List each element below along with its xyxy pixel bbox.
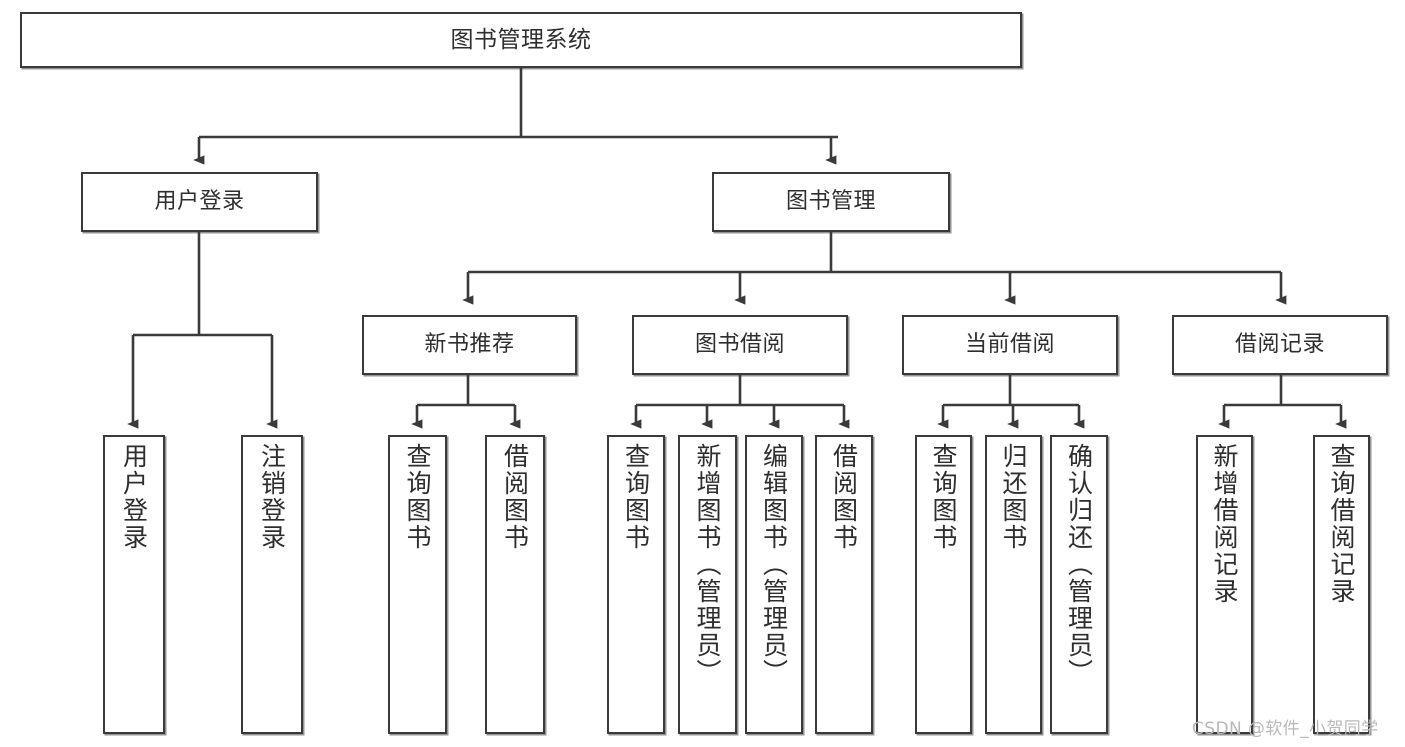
node-leaf-query-book-2[interactable]: 查询图书 bbox=[607, 435, 665, 734]
node-label: 查询图书 bbox=[403, 443, 432, 551]
node-label: 图书管理 bbox=[785, 189, 876, 215]
node-current-borrow[interactable]: 当前借阅 bbox=[902, 315, 1118, 375]
node-label: 图书管理系统 bbox=[450, 26, 592, 53]
node-borrow-record[interactable]: 借阅记录 bbox=[1172, 315, 1388, 375]
node-label: 查询借阅记录 bbox=[1327, 443, 1356, 605]
node-label: 当前借阅 bbox=[964, 332, 1055, 358]
node-label: 用户登录 bbox=[154, 189, 245, 215]
node-book-manage[interactable]: 图书管理 bbox=[712, 172, 950, 232]
node-book-borrow[interactable]: 图书借阅 bbox=[632, 315, 848, 375]
node-label: 借阅图书 bbox=[500, 443, 530, 551]
node-leaf-borrow-book-2[interactable]: 借阅图书 bbox=[815, 435, 873, 734]
node-label: 查询图书 bbox=[929, 443, 958, 551]
node-label: 确认归还（管理员） bbox=[1064, 443, 1094, 686]
node-label: 用户登录 bbox=[119, 443, 149, 551]
node-leaf-query-record[interactable]: 查询借阅记录 bbox=[1313, 435, 1370, 734]
node-new-book-recommend[interactable]: 新书推荐 bbox=[362, 315, 577, 375]
node-label: 新增借阅记录 bbox=[1210, 443, 1239, 605]
node-label: 编辑图书（管理员） bbox=[759, 443, 789, 686]
node-leaf-user-logout[interactable]: 注销登录 bbox=[241, 435, 303, 734]
node-leaf-query-book-3[interactable]: 查询图书 bbox=[915, 435, 972, 734]
node-label: 借阅图书 bbox=[829, 443, 859, 551]
node-leaf-query-book-1[interactable]: 查询图书 bbox=[388, 435, 447, 734]
node-label: 新书推荐 bbox=[424, 332, 515, 358]
node-label: 注销登录 bbox=[257, 443, 287, 551]
node-leaf-user-login[interactable]: 用户登录 bbox=[103, 435, 165, 734]
watermark-text: CSDN @软件_小贺同学 bbox=[1192, 719, 1379, 739]
node-label: 图书借阅 bbox=[694, 332, 785, 358]
node-root-book-management-system[interactable]: 图书管理系统 bbox=[20, 12, 1022, 68]
node-leaf-confirm-return[interactable]: 确认归还（管理员） bbox=[1050, 435, 1108, 734]
node-leaf-edit-book[interactable]: 编辑图书（管理员） bbox=[745, 435, 803, 734]
node-label: 借阅记录 bbox=[1234, 332, 1325, 358]
node-leaf-add-record[interactable]: 新增借阅记录 bbox=[1196, 435, 1253, 734]
node-leaf-borrow-book-1[interactable]: 借阅图书 bbox=[485, 435, 545, 734]
node-leaf-add-book[interactable]: 新增图书（管理员） bbox=[678, 435, 737, 734]
node-leaf-return-book[interactable]: 归还图书 bbox=[985, 435, 1042, 734]
node-label: 查询图书 bbox=[621, 443, 651, 551]
node-user-login[interactable]: 用户登录 bbox=[81, 172, 318, 232]
node-label: 新增图书（管理员） bbox=[693, 443, 722, 686]
node-label: 归还图书 bbox=[999, 443, 1028, 551]
